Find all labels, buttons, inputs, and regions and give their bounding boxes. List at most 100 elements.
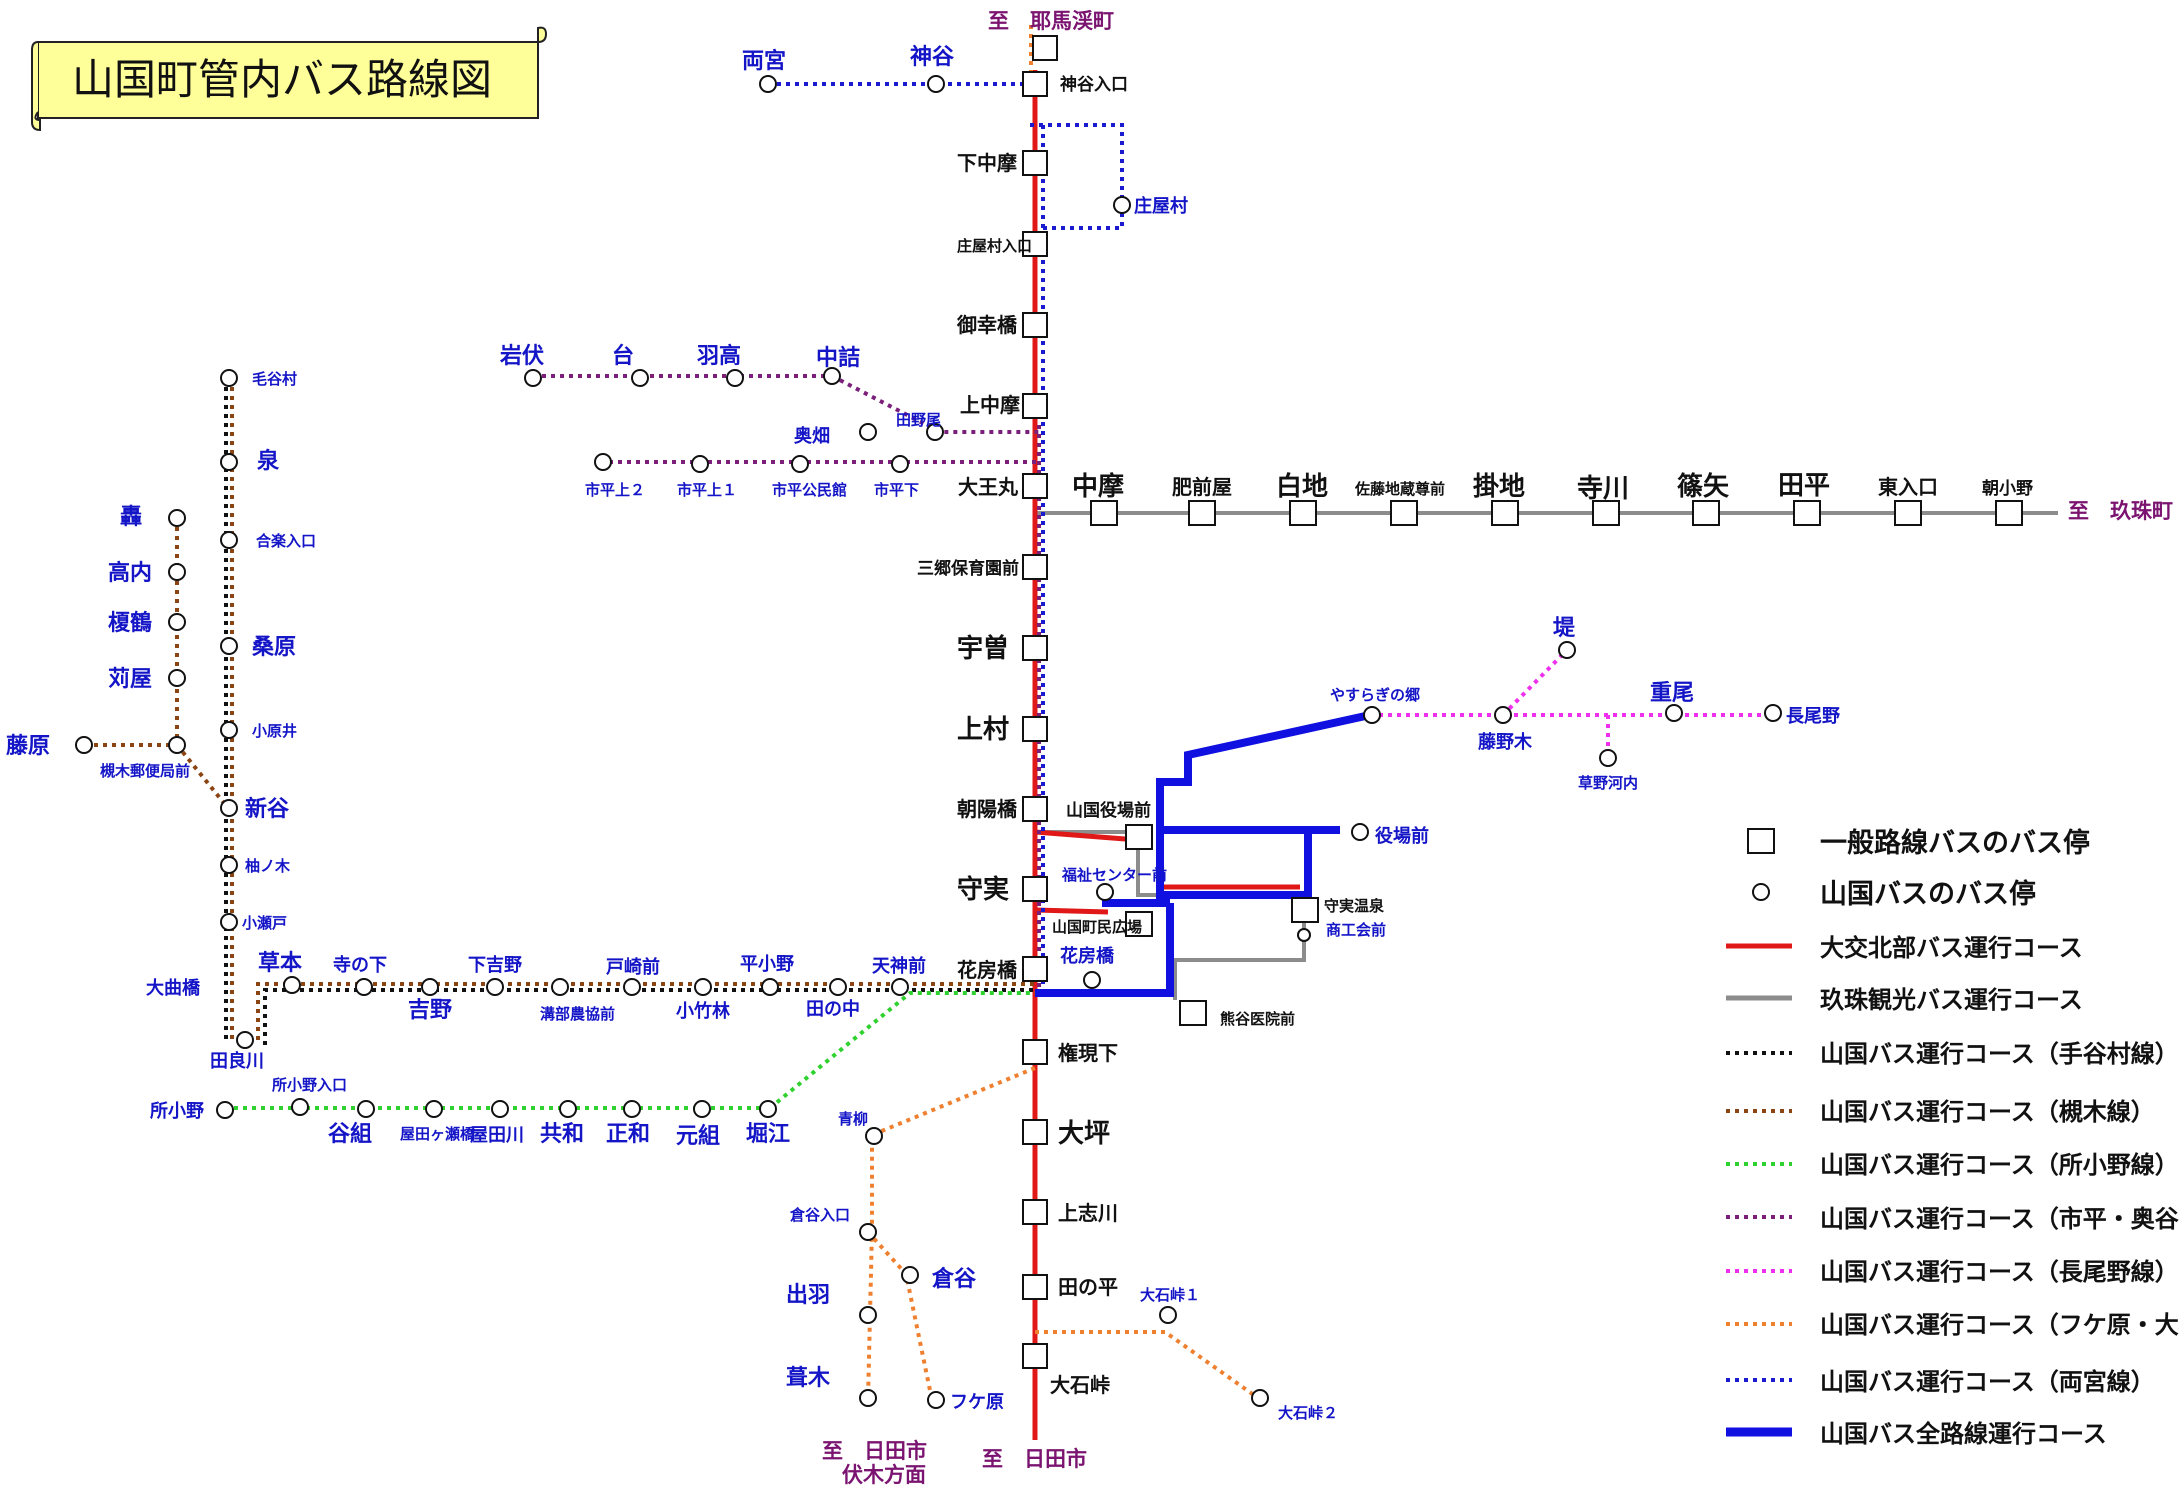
stop-kuraya: 倉谷 bbox=[931, 1266, 977, 1292]
dest-yabakei: 至 耶馬渓町 bbox=[988, 9, 1114, 33]
stop-kotakebayashi: 小竹林 bbox=[676, 1000, 730, 1022]
map-title: 山国町管内バス路線図 bbox=[72, 55, 492, 104]
legend-label-orange-dots: 山国バス運行コース（フケ原・大石峠線） bbox=[1820, 1311, 2179, 1339]
stop-oishitoge1: 大石峠１ bbox=[1140, 1286, 1200, 1304]
stop-shokokai: 商工会前 bbox=[1326, 921, 1386, 939]
stop-kariya: 苅屋 bbox=[108, 667, 152, 692]
stop-ichihira-kami2: 市平上２ bbox=[585, 481, 645, 499]
stop-hanafusabashi-small: 花房橋 bbox=[1060, 945, 1115, 967]
stop-onsen: 守実温泉 bbox=[1324, 897, 1385, 915]
legend: 一般路線バスのバス停 山国バスのバス停 大交北部バス運行コース 玖珠観光バス運行… bbox=[1726, 827, 2179, 1448]
stop-kyowa: 共和 bbox=[540, 1122, 584, 1147]
dest-fuki-area: 伏木方面 bbox=[842, 1463, 926, 1487]
ryomiya-route bbox=[768, 82, 1124, 990]
stop-shoyamura: 庄屋村 bbox=[1134, 195, 1188, 217]
dest-hita: 至 日田市 bbox=[982, 1447, 1087, 1471]
stop-uso: 宇曽 bbox=[957, 633, 1009, 664]
stop-yadagase: 屋田ヶ瀬橋 bbox=[400, 1125, 476, 1143]
stop-higashi-iriguchi: 東入口 bbox=[1878, 475, 1938, 499]
stop-ichihira-kominkan: 市平公民館 bbox=[772, 481, 847, 499]
legend-label-red: 大交北部バス運行コース bbox=[1820, 934, 2083, 962]
naganono-stops: やすらぎの郷 堤 藤野木 重尾 長尾野 草野河内 bbox=[1330, 616, 1840, 792]
stop-dai: 台 bbox=[612, 343, 634, 369]
title-banner: 山国町管内バス路線図 bbox=[31, 26, 548, 132]
stop-yakuba: 山国役場前 bbox=[1066, 800, 1151, 821]
stop-tokono-iriguchi: 所小野入口 bbox=[272, 1076, 347, 1094]
stop-shigeo: 重尾 bbox=[1650, 681, 1694, 706]
stop-horie: 堀江 bbox=[746, 1122, 790, 1147]
stop-shintani: 新谷 bbox=[245, 796, 290, 822]
stop-takauchi: 高内 bbox=[108, 560, 152, 586]
stop-choyobashi: 朝陽橋 bbox=[957, 797, 1018, 821]
stop-tanigumi: 谷組 bbox=[328, 1121, 372, 1147]
stop-fujinoki: 藤野木 bbox=[1478, 731, 1533, 753]
stop-enokizuru: 榎鶴 bbox=[108, 610, 152, 636]
legend-label-blue-dots: 山国バス運行コース（両宮線） bbox=[1820, 1368, 2155, 1396]
legend-label-purple-dots: 山国バス運行コース（市平・奥谷線） bbox=[1820, 1205, 2179, 1233]
tsukinoki-stops: 轟 高内 榎鶴 苅屋 藤原 槻木郵便局前 bbox=[6, 504, 190, 780]
all-routes-thick bbox=[1035, 711, 1371, 997]
stop-yunoki: 柚ノ木 bbox=[245, 857, 291, 875]
stop-tsutsumi: 堤 bbox=[1553, 616, 1576, 641]
main-line-stops: 至 耶馬渓町 神谷入口 下中摩 庄屋村入口 御幸橋 上中摩 大王丸 三郷保育園前… bbox=[917, 9, 1128, 1471]
stop-yadagawa: 屋田川 bbox=[470, 1125, 524, 1146]
stop-okubata: 奥畑 bbox=[794, 425, 830, 447]
stop-oharai: 小原井 bbox=[252, 722, 297, 740]
stop-gongenshita: 権現下 bbox=[1058, 1041, 1118, 1065]
legend-label-green-dots: 山国バス運行コース（所小野線） bbox=[1820, 1151, 2179, 1179]
stop-hanafusabashi: 花房橋 bbox=[957, 958, 1018, 982]
stop-asaono: 朝小野 bbox=[1982, 478, 2033, 499]
stop-kamiya-iriguchi: 神谷入口 bbox=[1060, 74, 1128, 95]
stop-teranoshita: 寺の下 bbox=[333, 955, 387, 976]
legend-label-circle: 山国バスのバス停 bbox=[1820, 878, 2036, 910]
red-route bbox=[1032, 70, 1300, 1440]
stop-nakama: 中摩 bbox=[1072, 471, 1124, 502]
legend-label-square: 一般路線バスのバス停 bbox=[1820, 827, 2090, 859]
stop-kominkan: 山国町民広場 bbox=[1052, 918, 1142, 936]
stop-sato-jizo: 佐藤地蔵尊前 bbox=[1354, 480, 1445, 498]
stop-naganono: 長尾野 bbox=[1786, 706, 1840, 727]
stop-nakazume: 中詰 bbox=[816, 345, 860, 371]
stop-morizane: 守実 bbox=[957, 874, 1009, 905]
stop-aodai: 青柳 bbox=[838, 1110, 868, 1128]
stop-kuwabara: 桑原 bbox=[252, 635, 296, 660]
stop-ryomiya: 両宮 bbox=[742, 48, 786, 74]
stop-shinoya: 篠矢 bbox=[1677, 471, 1730, 502]
stop-terakawa: 寺川 bbox=[1577, 474, 1629, 504]
stop-omagaribashi: 大曲橋 bbox=[146, 977, 201, 999]
stop-yoshino: 吉野 bbox=[408, 997, 452, 1023]
stop-tosakimae: 戸崎前 bbox=[606, 956, 660, 978]
legend-label-brown-dots: 山国バス運行コース（槻木線） bbox=[1820, 1098, 2155, 1126]
stop-tanoo: 田野尾 bbox=[896, 411, 941, 429]
stop-fukushi: 福祉センター前 bbox=[1061, 866, 1167, 884]
stop-uemura: 上村 bbox=[957, 715, 1009, 745]
stop-yasuragi: やすらぎの郷 bbox=[1330, 686, 1420, 704]
stop-kakeji: 掛地 bbox=[1473, 472, 1525, 502]
stop-tanonaka: 田の中 bbox=[806, 998, 860, 1020]
stop-kuraya-iriguchi: 倉谷入口 bbox=[789, 1206, 850, 1224]
stop-shimoyoshino: 下吉野 bbox=[468, 954, 522, 976]
stop-goraku-iriguchi: 合楽入口 bbox=[255, 532, 316, 550]
fukegaru-route bbox=[866, 25, 1260, 1401]
legend-label-black-dots: 山国バス運行コース（手谷村線） bbox=[1820, 1040, 2179, 1068]
tegaya-stops: 毛谷村 泉 合楽入口 桑原 小原井 新谷 柚ノ木 小瀬戸 bbox=[220, 369, 316, 1049]
stop-izumi: 泉 bbox=[257, 448, 280, 474]
stop-tabira: 田平 bbox=[1778, 471, 1830, 501]
stop-yubinkyoku: 槻木郵便局前 bbox=[100, 762, 190, 780]
stop-fukegaru: フケ原 bbox=[950, 1392, 1004, 1413]
stop-gokobashi: 御幸橋 bbox=[956, 313, 1018, 337]
stop-fujiwara: 藤原 bbox=[6, 733, 50, 759]
stop-kegaya: 毛谷村 bbox=[252, 370, 297, 388]
stop-kaminakama: 上中摩 bbox=[960, 393, 1020, 417]
stop-shoyamura-iriguchi: 庄屋村入口 bbox=[957, 237, 1032, 255]
stop-shimonakama: 下中摩 bbox=[957, 151, 1017, 175]
stop-sangou-hoikuen: 三郷保育園前 bbox=[917, 558, 1019, 579]
stop-fuki: 葺木 bbox=[786, 1366, 831, 1391]
legend-label-gray: 玖珠観光バス運行コース bbox=[1820, 986, 2083, 1014]
stop-kosedo: 小瀬戸 bbox=[242, 914, 287, 932]
stop-kumagai: 熊谷医院前 bbox=[1220, 1010, 1295, 1028]
stop-tanohira: 田の平 bbox=[1058, 1275, 1118, 1299]
dest-hita-fuki: 至 日田市 bbox=[822, 1439, 927, 1463]
stop-kamiya: 神谷 bbox=[910, 44, 955, 70]
